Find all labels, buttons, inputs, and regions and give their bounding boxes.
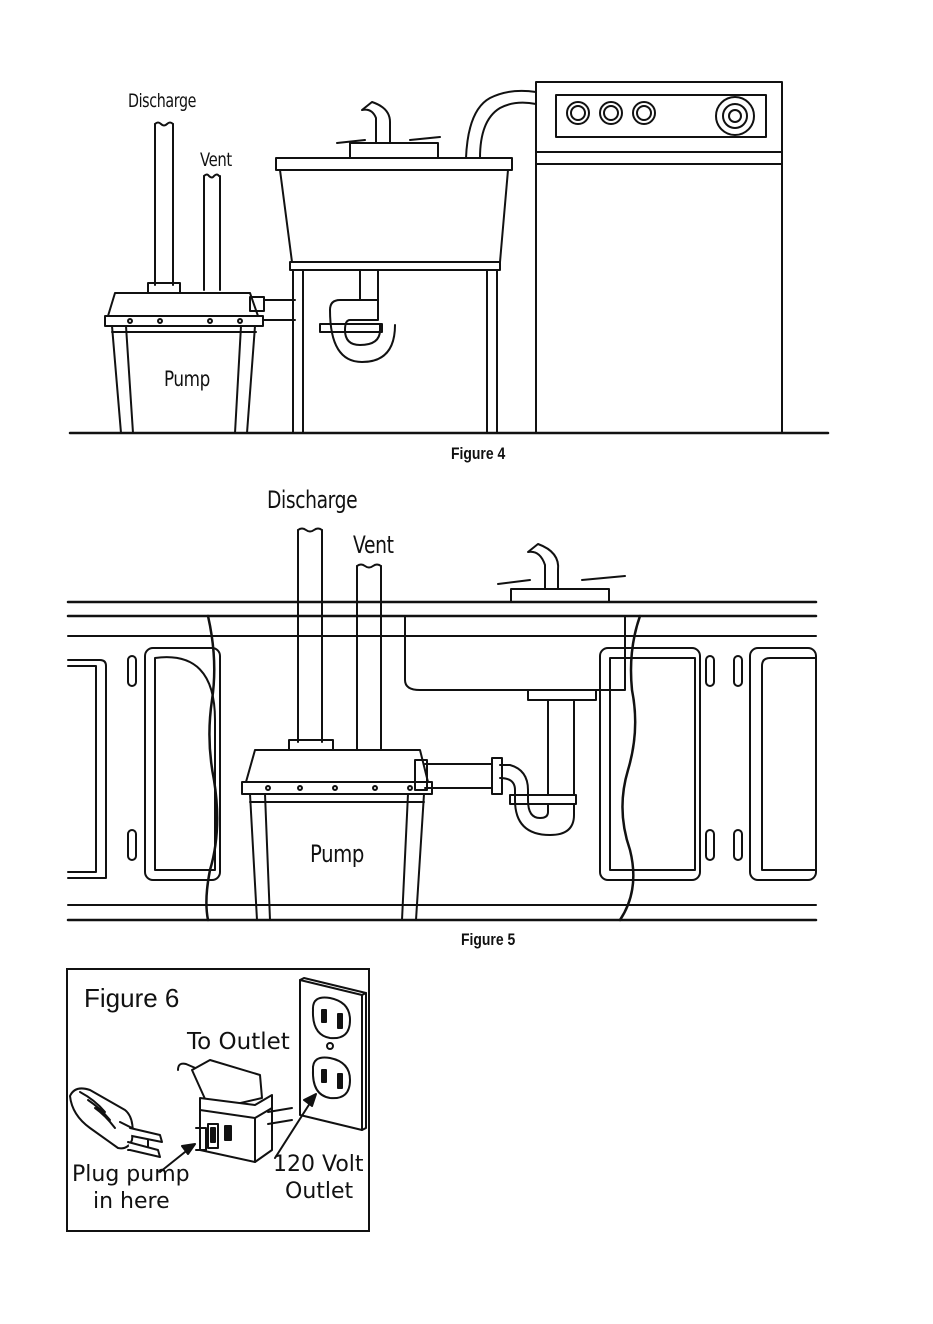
- pump-plug-icon: [70, 1088, 162, 1157]
- plug-pump-label-line1: Plug pump: [72, 1162, 190, 1187]
- wall-outlet-icon: [300, 978, 366, 1130]
- arrow-to-outlet-icon: [275, 1094, 316, 1158]
- volt-label-line1: 120 Volt: [273, 1152, 364, 1177]
- to-outlet-label: To Outlet: [187, 1029, 290, 1055]
- volt-label-line2: Outlet: [285, 1179, 353, 1204]
- plug-pump-label-line2: in here: [93, 1189, 170, 1214]
- adapter-icon: [178, 1060, 292, 1162]
- figure-6-title: Figure 6: [84, 983, 179, 1014]
